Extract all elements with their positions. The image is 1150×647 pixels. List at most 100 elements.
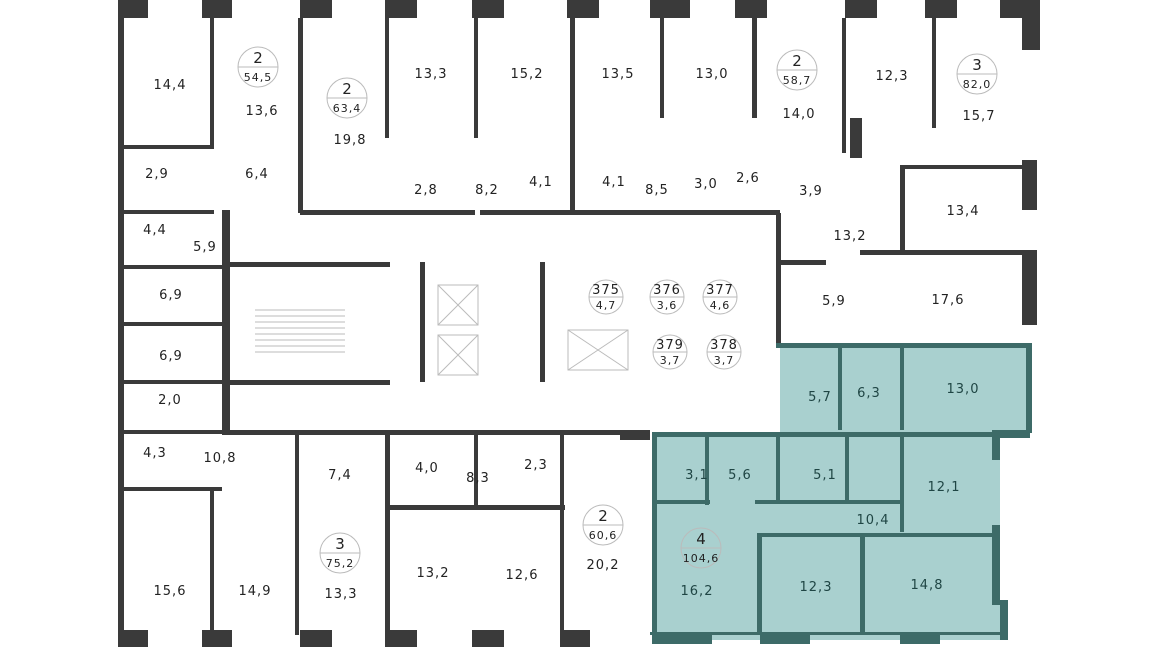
storage-area: 3,6 (657, 299, 678, 312)
room-area-label: 5,9 (822, 294, 846, 309)
apartment-badge[interactable]: 260,6 (582, 504, 624, 546)
apartment-badge[interactable]: 382,0 (956, 53, 998, 95)
wall (118, 630, 148, 647)
wall (567, 0, 599, 18)
wall (210, 490, 214, 635)
storage-area: 3,7 (660, 354, 681, 367)
apartment-rooms: 3 (335, 535, 345, 553)
apartment-4-room-fill[interactable] (655, 345, 1032, 640)
room-area-label: 15,7 (963, 109, 996, 124)
wall (735, 0, 767, 18)
room-area-label: 13,6 (246, 104, 279, 119)
room-area-label: 12,3 (800, 580, 833, 595)
wall (925, 0, 957, 18)
wall (118, 0, 124, 647)
wall (932, 18, 936, 128)
wall (122, 265, 222, 269)
wall (385, 630, 417, 647)
wall (122, 380, 222, 384)
wall (300, 210, 475, 215)
wall (650, 0, 690, 18)
apartment-badge[interactable]: 254,5 (237, 46, 279, 88)
room-area-label: 3,0 (694, 177, 718, 192)
room-area-label: 8,2 (475, 183, 499, 198)
wall (752, 18, 757, 118)
room-area-label: 19,8 (334, 133, 367, 148)
wall (480, 210, 780, 215)
room-area-label: 14,4 (154, 78, 187, 93)
room-area-label: 2,3 (524, 458, 548, 473)
wall (122, 487, 222, 491)
room-area-label: 13,2 (834, 229, 867, 244)
apartment-wall (1000, 430, 1030, 438)
room-area-label: 5,9 (193, 240, 217, 255)
elevator-cross (437, 334, 479, 376)
room-area-label: 13,2 (417, 566, 450, 581)
wall (540, 262, 545, 382)
room-area-label: 4,1 (529, 175, 553, 190)
room-area-label: 8,5 (645, 183, 669, 198)
room-area-label: 13,3 (325, 587, 358, 602)
room-area-label: 13,4 (947, 204, 980, 219)
apartment-rooms: 2 (342, 80, 352, 98)
apartment-badge[interactable]: 258,7 (776, 49, 818, 91)
apartment-area: 104,6 (683, 552, 720, 565)
apartment-badge[interactable]: 375,2 (319, 532, 361, 574)
wall (222, 210, 230, 435)
apartment-wall (655, 500, 710, 504)
wall (660, 18, 664, 118)
apartment-rooms: 2 (598, 507, 608, 525)
room-area-label: 6,3 (857, 386, 881, 401)
apartment-rooms: 4 (696, 530, 706, 548)
wall (210, 18, 214, 148)
room-area-label: 2,0 (158, 393, 182, 408)
room-area-label: 15,2 (511, 67, 544, 82)
wall (385, 0, 417, 18)
apartment-rooms: 2 (792, 52, 802, 70)
apartment-wall (755, 500, 900, 504)
wall (560, 435, 564, 635)
wall (474, 18, 478, 138)
room-area-label: 14,8 (911, 578, 944, 593)
room-area-label: 4,3 (143, 446, 167, 461)
apartment-area: 54,5 (244, 71, 273, 84)
apartment-wall (838, 345, 842, 430)
wall (300, 0, 332, 18)
apartment-badge[interactable]: 263,4 (326, 77, 368, 119)
storage-area: 4,7 (596, 299, 617, 312)
room-area-label: 12,1 (928, 480, 961, 495)
apartment-wall (776, 435, 780, 500)
elevator-shaft (437, 284, 479, 326)
wall (842, 18, 846, 153)
room-area-label: 2,8 (414, 183, 438, 198)
apartment-rooms: 2 (253, 49, 263, 67)
highlighted-apartment[interactable] (655, 345, 1032, 640)
apartment-wall (652, 432, 780, 437)
room-area-label: 5,6 (728, 468, 752, 483)
apartment-area: 60,6 (589, 529, 618, 542)
elevator-shaft (567, 329, 629, 371)
room-area-label: 4,4 (143, 223, 167, 238)
wall (570, 18, 575, 213)
wall (122, 210, 214, 214)
room-area-label: 13,0 (947, 382, 980, 397)
apartment-wall (1000, 600, 1008, 640)
wall (230, 380, 390, 385)
wall (300, 630, 332, 647)
apartment-badge[interactable]: 4 104,6 (680, 527, 722, 569)
room-area-label: 14,0 (783, 107, 816, 122)
wall (118, 0, 148, 18)
apartment-wall (757, 533, 992, 537)
apartment-area: 58,7 (783, 74, 812, 87)
wall (1022, 250, 1037, 325)
wall (1022, 0, 1040, 50)
apartment-wall (652, 432, 657, 644)
wall (860, 250, 1030, 255)
storage-number: 375 (592, 283, 620, 298)
